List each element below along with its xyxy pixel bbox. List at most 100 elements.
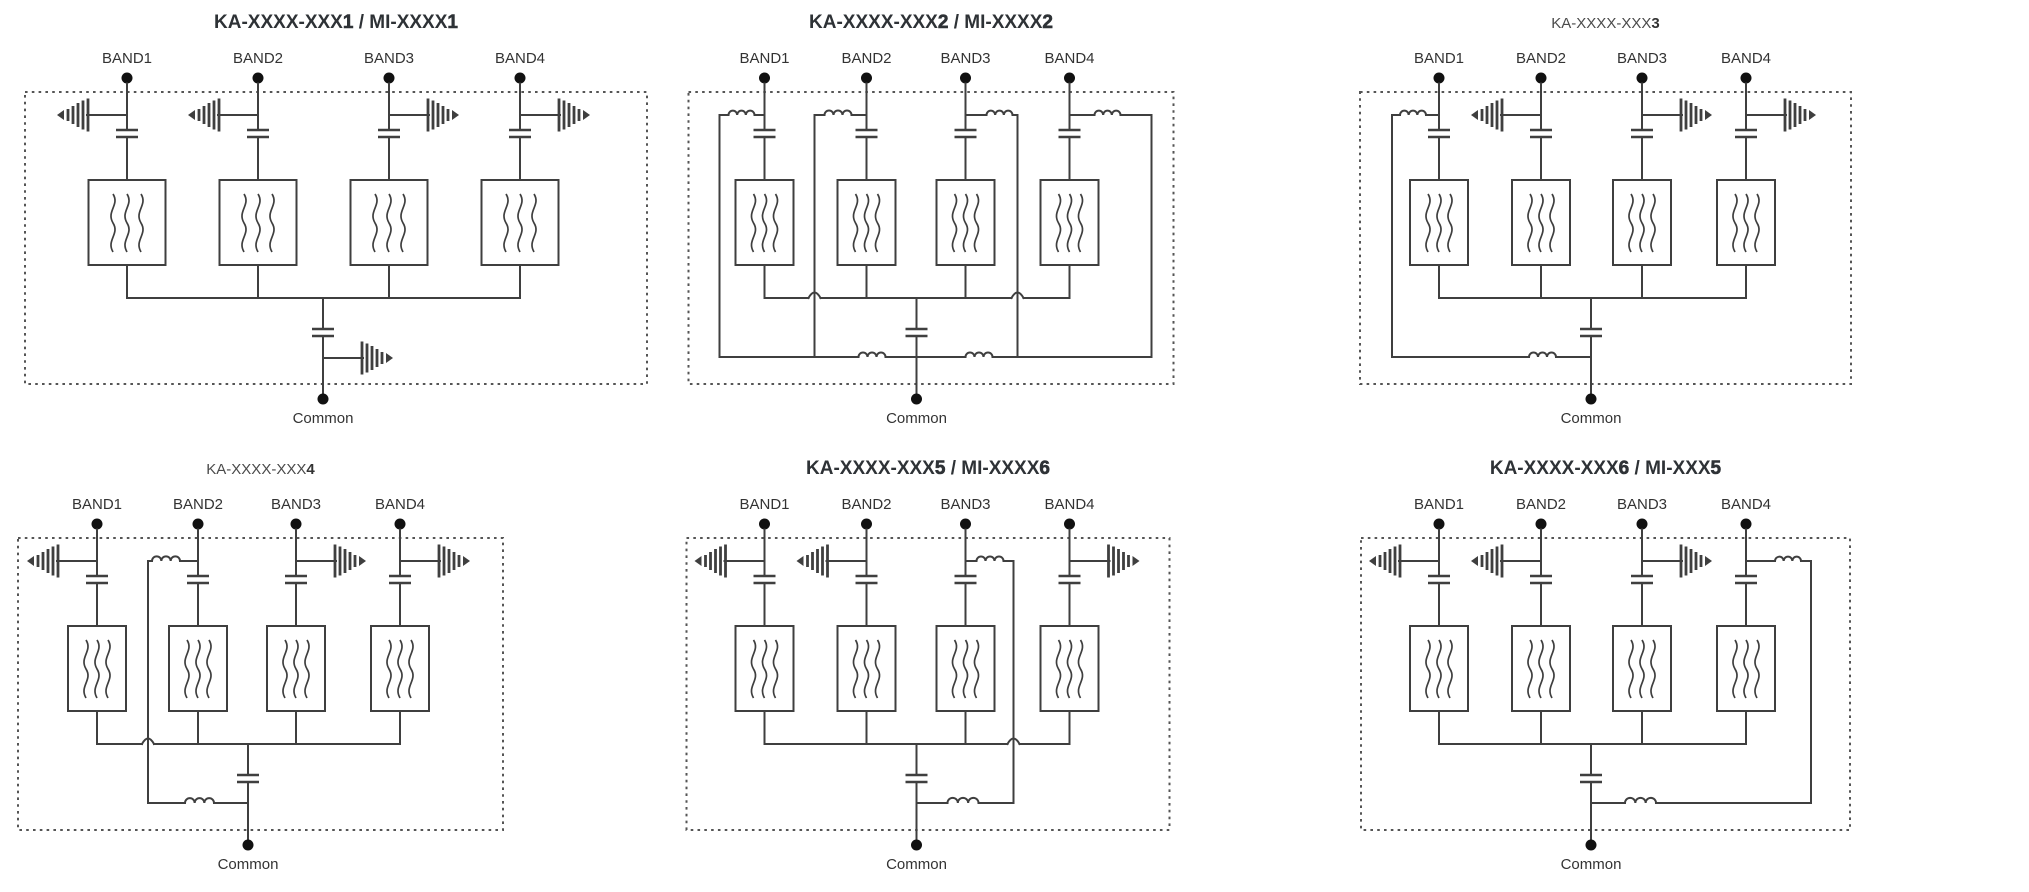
- band-2-branch: BAND2: [813, 50, 897, 299]
- band-label: BAND2: [841, 496, 891, 513]
- band-terminal-dot: [861, 72, 872, 84]
- boundary-box: [1359, 91, 1852, 385]
- title-part-alt_digit: 2: [1042, 12, 1053, 33]
- common-label: Common: [218, 856, 279, 873]
- common-label: Common: [886, 856, 947, 873]
- common-inductor-bridge: [1590, 796, 1812, 805]
- title-part-model_prefix: KA-XXXX-XXX: [214, 12, 343, 33]
- saw-filter-icon: [370, 625, 430, 712]
- saw-filter-icon: [67, 625, 127, 712]
- title-part-alt_prefix: MI-XXX: [1645, 458, 1711, 479]
- matching-arrow-icon: [333, 544, 366, 578]
- band-label: BAND1: [72, 496, 122, 513]
- band-terminal-dot: [1636, 72, 1648, 84]
- band-label: BAND2: [233, 50, 283, 67]
- matching-arrow-icon: [796, 544, 829, 578]
- title-part-model_digit: 4: [306, 461, 315, 478]
- band-label: BAND2: [1516, 496, 1566, 513]
- wire-hop: [807, 291, 822, 300]
- capacitor-icon: [954, 128, 977, 139]
- title-part-model_prefix: KA-XXXX-XXX: [1490, 458, 1619, 479]
- band-3-branch: BAND3: [266, 496, 366, 745]
- band-3-branch: BAND3: [349, 50, 459, 299]
- band-4-branch: BAND4: [480, 50, 590, 299]
- inductor-icon: [1623, 796, 1658, 805]
- band-label: BAND4: [1044, 496, 1094, 513]
- matching-arrow-icon: [57, 98, 90, 132]
- common-branch: Common: [886, 743, 947, 873]
- capacitor-icon: [1428, 574, 1450, 585]
- saw-filter-icon: [836, 179, 897, 266]
- inductor-icon: [1398, 109, 1428, 117]
- schematic-title: KA-XXXX-XXX3: [1551, 15, 1659, 32]
- band-2-branch: BAND2: [1471, 496, 1571, 745]
- saw-filter-icon: [836, 625, 897, 712]
- capacitor-icon: [753, 574, 776, 585]
- saw-filter-icon: [734, 625, 795, 712]
- band-terminal-dot: [1433, 518, 1445, 530]
- matching-arrow-icon: [1107, 544, 1140, 578]
- output-bus-wire: [763, 737, 1071, 746]
- saw-filter-icon: [935, 625, 996, 712]
- band-label: BAND1: [1414, 50, 1464, 67]
- band-terminal-dot: [960, 72, 971, 84]
- boundary-box: [17, 537, 504, 831]
- band-1-branch: BAND1: [1369, 496, 1469, 745]
- capacitor-icon: [753, 128, 776, 139]
- band-terminal-dot: [960, 518, 971, 530]
- common-inductor-bridge: [718, 351, 1153, 359]
- title-part-model_digit: 3: [1651, 15, 1659, 32]
- band-label: BAND1: [102, 50, 152, 67]
- band-4-branch: BAND4: [1716, 496, 1812, 745]
- capacitor-icon: [855, 574, 878, 585]
- capacitor-icon: [247, 128, 269, 139]
- saw-filter-icon: [1612, 625, 1672, 712]
- capacitor-icon: [389, 574, 411, 585]
- saw-filter-icon: [480, 179, 560, 266]
- output-bus-wire: [96, 737, 401, 746]
- band-label: BAND2: [841, 50, 891, 67]
- matching-arrow-icon: [1471, 98, 1504, 132]
- boundary-box: [687, 91, 1175, 385]
- matching-arrow-icon: [1471, 544, 1504, 578]
- common-inductor-bridge: [915, 796, 1015, 805]
- common-branch: Common: [886, 297, 947, 427]
- capacitor-icon: [1530, 128, 1552, 139]
- saw-filter-icon: [1039, 625, 1100, 712]
- band-terminal-dot: [1535, 518, 1547, 530]
- band-terminal-dot: [759, 518, 770, 530]
- band-terminal-dot: [192, 518, 204, 530]
- capacitor-icon: [1428, 128, 1450, 139]
- common-branch: Common: [1561, 743, 1621, 873]
- band-terminal-dot: [121, 72, 133, 84]
- band-terminal-dot: [1064, 518, 1075, 530]
- matching-arrow-icon: [1369, 544, 1402, 578]
- wire-hop: [140, 737, 156, 746]
- saw-filter-icon: [168, 625, 228, 712]
- band-1-branch: BAND1: [27, 496, 127, 745]
- saw-filter-icon: [87, 179, 167, 266]
- title-part-separator: /: [945, 458, 961, 479]
- common-label: Common: [886, 410, 947, 427]
- capacitor-icon: [86, 574, 108, 585]
- title-part-alt_digit: 5: [1711, 458, 1722, 479]
- capacitor-icon: [1058, 128, 1081, 139]
- title-part-alt_digit: 1: [447, 12, 458, 33]
- title-part-model_digit: 2: [938, 12, 949, 33]
- band-label: BAND1: [1414, 496, 1464, 513]
- saw-filter-icon: [349, 179, 429, 266]
- matching-arrow-icon: [1679, 98, 1712, 132]
- capacitor-icon: [855, 128, 878, 139]
- common-capacitor-icon: [905, 327, 928, 338]
- saw-filter-icon: [1612, 179, 1672, 266]
- band-terminal-dot: [514, 72, 526, 84]
- title-part-model_digit: 1: [343, 12, 354, 33]
- boundary-box: [24, 91, 648, 385]
